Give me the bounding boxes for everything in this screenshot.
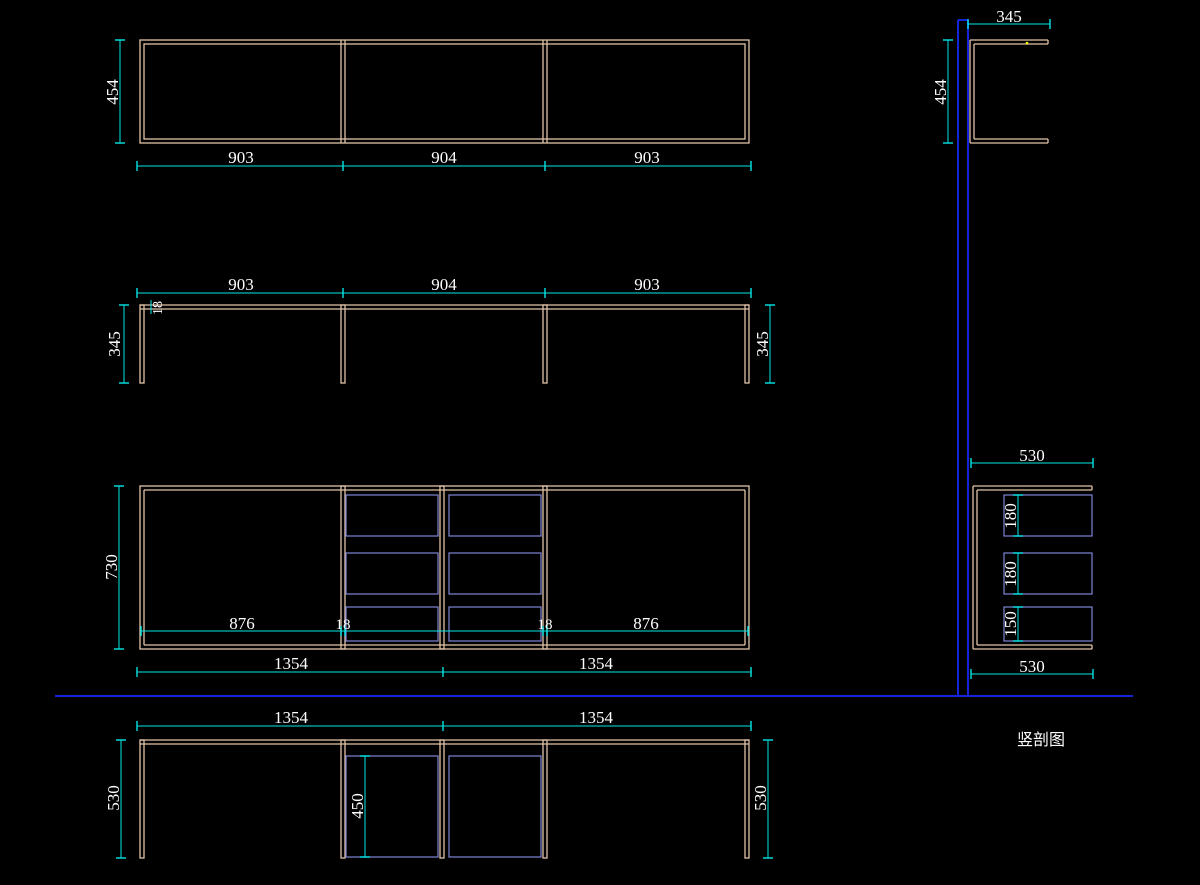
dim-454: 454 (103, 79, 122, 105)
dim-903-left: 903 (228, 148, 254, 167)
drawer-box-right (448, 755, 542, 858)
drawer-left-2 (345, 552, 439, 595)
dim-1354-left: 1354 (274, 654, 309, 673)
dim-18-left: 18 (336, 617, 351, 633)
wall-cabinet-plan-view: 903 904 903 345 18 345 (105, 275, 775, 384)
drawer-left-3 (345, 606, 439, 642)
base-divider-2 (542, 485, 548, 650)
dim-903-left: 903 (228, 275, 254, 294)
dim-530-bottom: 530 (1019, 657, 1045, 676)
dim-150: 150 (1001, 611, 1020, 637)
marker-dot (1025, 41, 1029, 45)
drawer-left-1 (345, 494, 439, 537)
guide-lines (55, 19, 1133, 697)
dim-904: 904 (431, 148, 457, 167)
dim-730: 730 (102, 554, 121, 580)
dim-1354-right: 1354 (579, 708, 614, 727)
section-title: 竖剖图 (1017, 730, 1065, 749)
dim-876-right: 876 (633, 614, 659, 633)
base-cabinet-plan-view: 1354 1354 450 530 530 (104, 708, 773, 859)
plan-divider-center (439, 739, 445, 859)
section-upper-view: 345 454 (931, 7, 1051, 144)
plan-divider-1 (340, 304, 346, 384)
drawer-box-left (345, 755, 439, 858)
drawer-right-2 (448, 552, 542, 595)
base-divider-1 (340, 485, 346, 650)
plan-side-right (744, 304, 750, 384)
plan-side-left (139, 304, 145, 384)
section-drawer-1 (1003, 494, 1093, 537)
drawer-right-3 (448, 606, 542, 642)
dim-454: 454 (931, 79, 950, 105)
dim-903-right: 903 (634, 275, 660, 294)
section-drawer-2 (1003, 552, 1093, 595)
wall-cabinet-front-view: 454 903 904 903 (103, 39, 752, 171)
plan-side-right (744, 739, 750, 859)
wall-cabinet-inner (143, 43, 746, 140)
dim-345-right: 345 (753, 331, 772, 357)
drawer-right-1 (448, 494, 542, 537)
dim-876-left: 876 (229, 614, 255, 633)
dim-180-a: 180 (1001, 503, 1020, 529)
dim-180-b: 180 (1001, 561, 1020, 587)
dim-530-right: 530 (751, 785, 770, 811)
wall-cabinet-outer (139, 39, 750, 144)
section-drawer-3 (1003, 606, 1093, 642)
plan-divider-2 (542, 739, 548, 859)
dim-530-top: 530 (1019, 446, 1045, 465)
dim-904: 904 (431, 275, 457, 294)
plan-divider-1 (340, 739, 346, 859)
dim-18-panel: 18 (151, 301, 166, 315)
section-lower-view: 530 180 180 150 530 (970, 446, 1094, 679)
dim-1354-left: 1354 (274, 708, 309, 727)
base-divider-center (439, 485, 445, 650)
dim-530-left: 530 (104, 785, 123, 811)
dim-345: 345 (996, 7, 1022, 26)
dim-345-left: 345 (105, 331, 124, 357)
plan-divider-2 (542, 304, 548, 384)
dim-903-right: 903 (634, 148, 660, 167)
dim-1354-right: 1354 (579, 654, 614, 673)
plan-side-left (139, 739, 145, 859)
dim-18-right: 18 (538, 617, 553, 633)
dim-450: 450 (348, 793, 367, 819)
base-cabinet-front-view: 730 876 18 18 876 1354 1354 (102, 485, 752, 677)
